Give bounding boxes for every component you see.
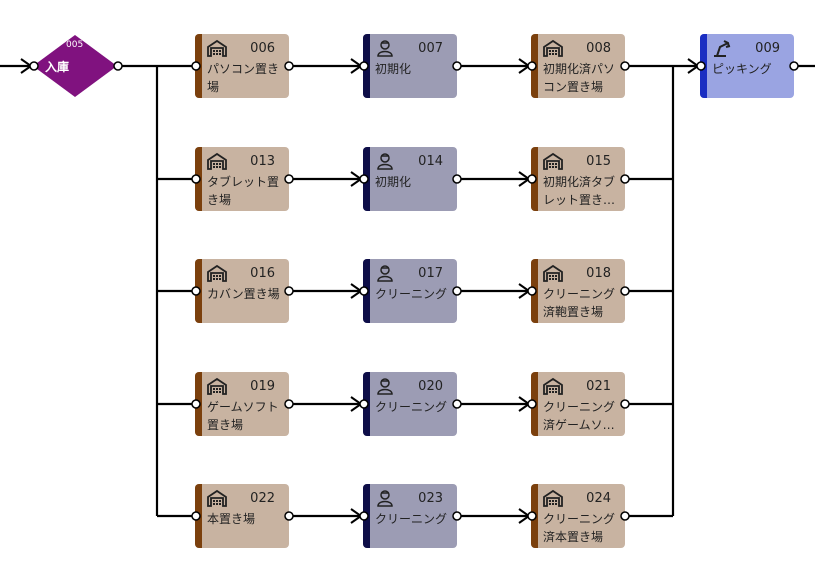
node-013[interactable]: 013 タブレット置き場 [195,147,289,211]
node-label: 初期化済タブレット置き… [543,175,616,207]
node-label: クリーニング [375,512,448,526]
warehouse-icon [543,377,563,395]
node-009[interactable]: 009 ピッキング [700,34,794,98]
worker-icon [375,489,395,507]
node-id: 006 [250,41,275,56]
node-id: 014 [418,154,443,169]
worker-icon [375,152,395,170]
node-stripe [195,484,202,548]
node-stripe [531,372,538,436]
node-id: 009 [755,41,780,56]
warehouse-icon [207,489,227,507]
gateway-label: 入庫 [45,60,70,74]
node-label: 本置き場 [207,512,256,526]
worker-icon [375,377,395,395]
node-stripe [195,259,202,323]
node-label: クリーニング済鞄置き場 [543,287,616,319]
node-stripe [700,34,707,98]
warehouse-icon [543,489,563,507]
node-id: 019 [250,379,275,394]
warehouse-icon [207,377,227,395]
node-006[interactable]: 006 パソコン置き場 [195,34,289,98]
warehouse-icon [207,39,227,57]
warehouse-icon [207,264,227,282]
node-id: 024 [586,491,611,506]
node-stripe [363,147,370,211]
picking-icon [712,39,732,57]
node-id: 007 [418,41,443,56]
node-stripe [363,484,370,548]
node-stripe [531,259,538,323]
node-stripe [363,259,370,323]
node-id: 021 [586,379,611,394]
node-015[interactable]: 015 初期化済タブレット置き… [531,147,625,211]
node-stripe [195,147,202,211]
node-label: カバン置き場 [207,287,280,301]
warehouse-icon [543,264,563,282]
node-021[interactable]: 021 クリーニング済ゲームソ… [531,372,625,436]
node-id: 017 [418,266,443,281]
node-label: 初期化 [375,175,412,189]
node-stripe [195,34,202,98]
node-022[interactable]: 022 本置き場 [195,484,289,548]
gateway-id: 005 [66,40,84,50]
node-label: ピッキング [712,62,772,76]
node-id: 020 [418,379,443,394]
worker-icon [375,264,395,282]
node-014[interactable]: 014 初期化 [363,147,457,211]
node-stripe [363,34,370,98]
node-id: 016 [250,266,275,281]
node-id: 022 [250,491,275,506]
node-019[interactable]: 019 ゲームソフト置き場 [195,372,289,436]
node-stripe [531,147,538,211]
node-023[interactable]: 023 クリーニング [363,484,457,548]
node-017[interactable]: 017 クリーニング [363,259,457,323]
node-stripe [531,484,538,548]
node-id: 015 [586,154,611,169]
node-id: 018 [586,266,611,281]
node-020[interactable]: 020 クリーニング [363,372,457,436]
warehouse-icon [543,152,563,170]
node-label: 初期化 [375,62,412,76]
node-008[interactable]: 008 初期化済パソコン置き場 [531,34,625,98]
node-024[interactable]: 024 クリーニング済本置き場 [531,484,625,548]
node-id: 013 [250,154,275,169]
node-007[interactable]: 007 初期化 [363,34,457,98]
worker-icon [375,39,395,57]
node-label: クリーニング [375,400,448,414]
node-stripe [531,34,538,98]
node-016[interactable]: 016 カバン置き場 [195,259,289,323]
node-label: ゲームソフト置き場 [207,400,279,432]
node-label: 初期化済パソコン置き場 [543,62,616,94]
warehouse-icon [543,39,563,57]
node-label: クリーニング [375,287,448,301]
node-label: クリーニング済ゲームソ… [543,400,616,432]
node-label: パソコン置き場 [207,62,280,94]
node-label: クリーニング済本置き場 [543,512,616,544]
node-stripe [363,372,370,436]
warehouse-icon [207,152,227,170]
node-stripe [195,372,202,436]
node-018[interactable]: 018 クリーニング済鞄置き場 [531,259,625,323]
node-id: 023 [418,491,443,506]
node-id: 008 [586,41,611,56]
node-label: タブレット置き場 [207,175,280,207]
gateway-diamond-icon [33,35,117,97]
